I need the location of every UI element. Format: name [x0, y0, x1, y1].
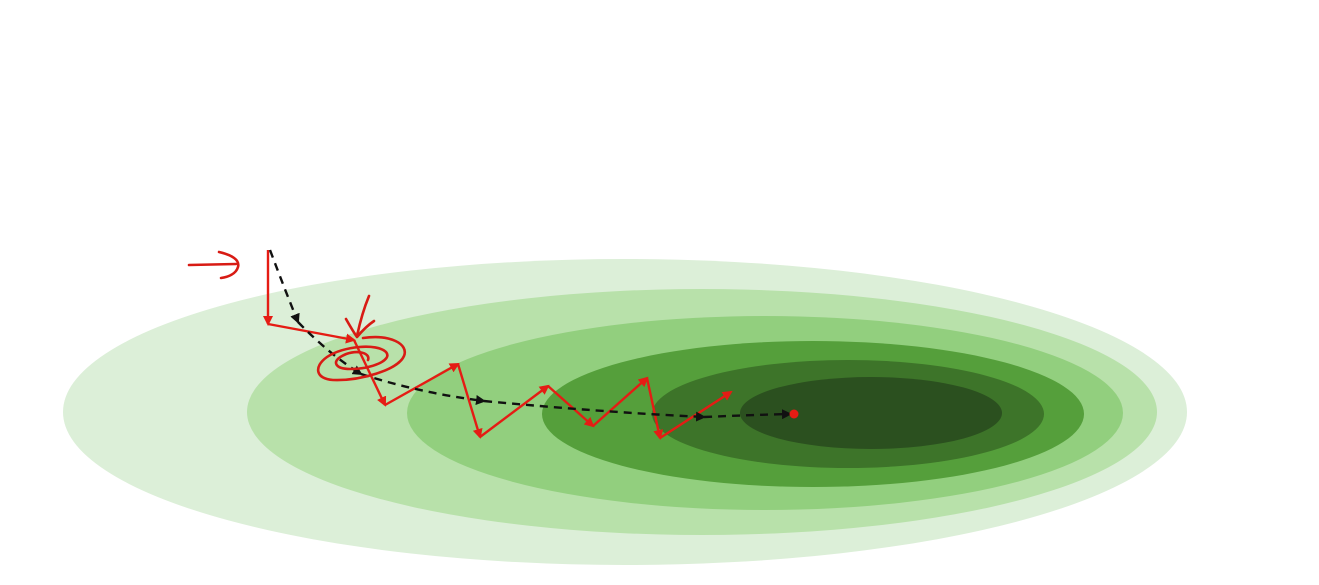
circle-scribble-icon — [316, 335, 407, 382]
contour-level-6 — [740, 377, 1002, 449]
smooth-segment — [483, 399, 706, 422]
smooth-segment — [703, 409, 792, 420]
contour-group — [63, 259, 1187, 565]
zigzag-segment — [267, 322, 356, 344]
minimum-marker — [789, 409, 799, 419]
zigzag-segment — [479, 384, 550, 438]
smooth-segment — [360, 372, 486, 405]
zigzag-path-group — [263, 250, 733, 440]
zigzag-segment — [645, 377, 664, 440]
smooth-segment — [268, 249, 300, 324]
zigzag-segment — [659, 390, 733, 440]
arrow-down-scribble-icon — [344, 294, 376, 339]
zigzag-segment — [384, 362, 460, 407]
zigzag-segment — [592, 376, 649, 427]
annotation-group — [187, 250, 407, 382]
zigzag-segment — [456, 363, 483, 439]
zigzag-segment — [547, 385, 595, 428]
arrow-right-scribble-icon — [187, 250, 240, 280]
zigzag-segment — [352, 339, 387, 407]
